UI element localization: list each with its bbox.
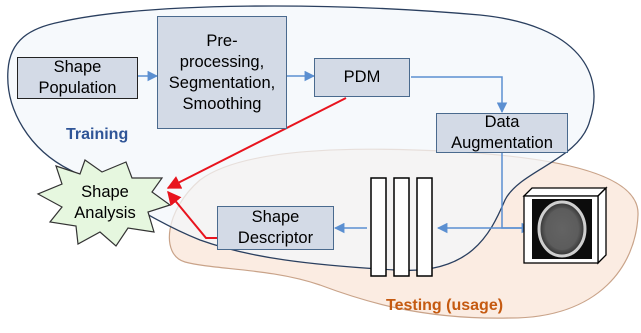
testing-label: Testing (usage) — [386, 297, 504, 314]
arrow-descriptor-to-analysis — [167, 190, 217, 239]
data-augmentation-box: Data Augmentation — [436, 113, 568, 153]
arrow-pdm-to-analysis — [166, 97, 347, 189]
ct-scan-icon — [522, 186, 608, 265]
training-label: Training — [66, 126, 129, 143]
network-layers-icon — [370, 177, 433, 277]
shape-analysis-label: Shape Analysis — [74, 183, 136, 222]
shape-analysis-star — [36, 159, 172, 247]
arrow-pdm-to-augmentation — [411, 76, 508, 114]
shape-population-box: Shape Population — [17, 57, 138, 99]
preprocessing-box: Pre- processing, Segmentation, Smoothing — [157, 16, 287, 129]
shape-descriptor-box: Shape Descriptor — [217, 206, 334, 250]
pdm-box: PDM — [314, 58, 410, 97]
